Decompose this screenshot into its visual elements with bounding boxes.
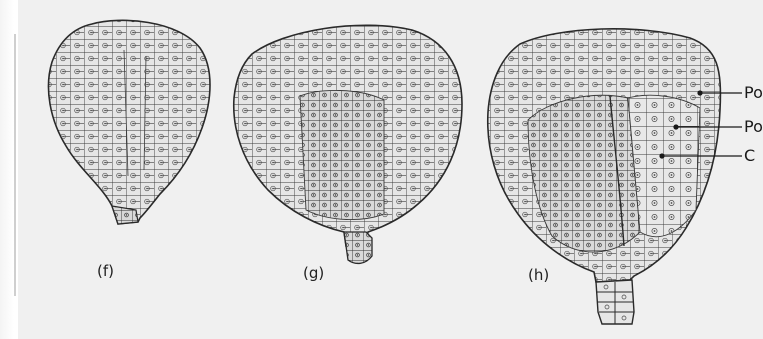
leader-po-1-dot — [698, 91, 702, 95]
figure-label-g: (g) — [303, 264, 324, 282]
leader-c-dot — [660, 154, 664, 158]
embryo-f — [48, 20, 210, 224]
embryo-g — [234, 25, 462, 263]
embryo-h — [488, 29, 721, 324]
leader-po-2-dot — [674, 125, 678, 129]
figure-label-f: (f) — [97, 262, 114, 280]
callout-po-1: Po — [744, 83, 763, 102]
figure-label-h: (h) — [528, 266, 549, 284]
callout-c: C — [744, 146, 755, 165]
callout-po-2: Po — [744, 117, 763, 136]
